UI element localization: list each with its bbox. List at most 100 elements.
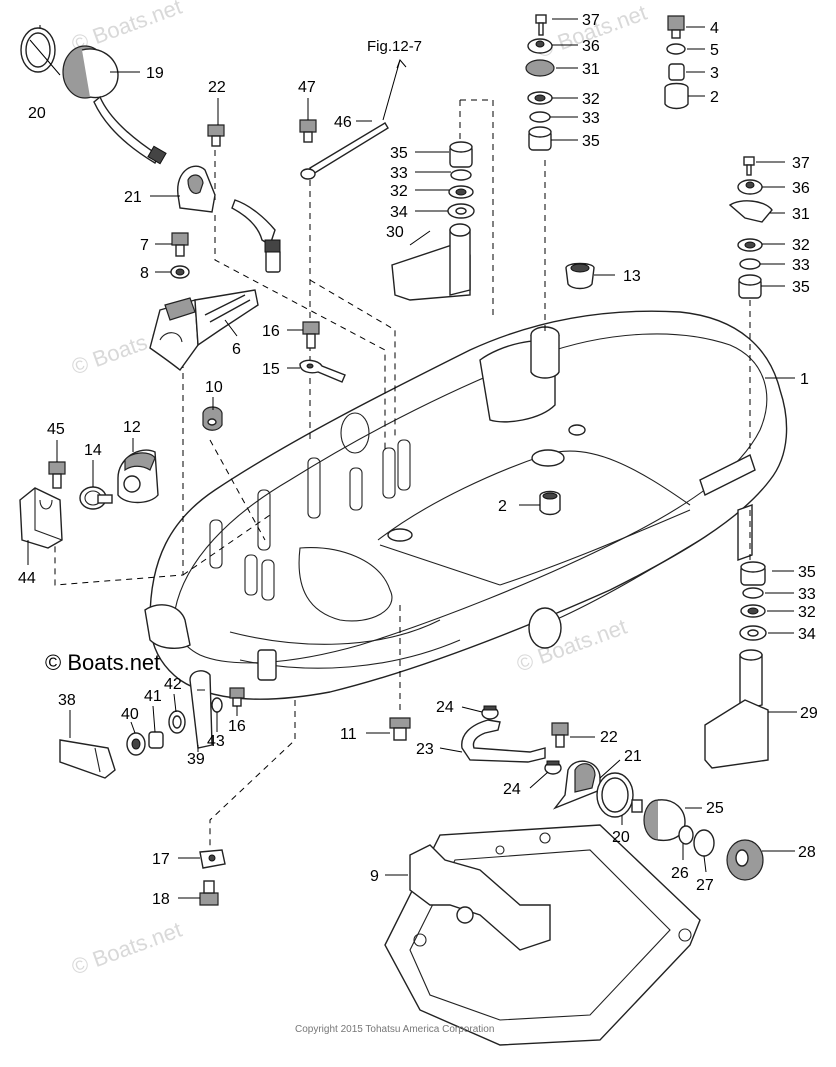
part-40-bushing xyxy=(126,732,146,756)
part-22-bolt xyxy=(207,124,225,147)
callout-41: 41 xyxy=(144,688,162,705)
callout-19: 19 xyxy=(146,65,164,82)
part-30-lever xyxy=(391,223,471,301)
part-47-bolt xyxy=(299,119,317,143)
part-32-bushing xyxy=(737,238,763,252)
figure-reference: Fig.12-7 xyxy=(367,38,422,55)
part-35-collar xyxy=(449,141,473,168)
callout-40: 40 xyxy=(121,706,139,723)
callout-labels: Fig.12-7 37 36 31 32 33 35 4 5 3 2 37 36… xyxy=(18,12,818,1035)
callout-35: 35 xyxy=(582,133,600,150)
callout-46: 46 xyxy=(334,114,352,131)
part-2-grommet xyxy=(664,82,689,110)
callout-42: 42 xyxy=(164,676,182,693)
part-2-grommet xyxy=(539,490,561,516)
part-5-washer xyxy=(666,43,686,55)
callout-6: 6 xyxy=(232,341,241,358)
part-11-bolt xyxy=(389,717,411,741)
part-42-washer xyxy=(168,710,186,734)
part-18-bolt xyxy=(199,880,219,906)
part-16-bolt xyxy=(302,321,320,349)
part-45-bolt xyxy=(48,461,66,489)
callout-15: 15 xyxy=(262,361,280,378)
callout-37: 37 xyxy=(582,12,600,29)
callout-5: 5 xyxy=(710,42,719,59)
callout-26: 26 xyxy=(671,865,689,882)
callout-8: 8 xyxy=(140,265,149,282)
callout-25: 25 xyxy=(706,800,724,817)
callout-21: 21 xyxy=(124,189,142,206)
part-35-collar xyxy=(740,561,766,586)
callout-43: 43 xyxy=(207,733,225,750)
part-12-switch xyxy=(117,449,159,504)
part-26-circlip xyxy=(678,825,694,845)
callout-35: 35 xyxy=(390,145,408,162)
part-36-nut xyxy=(527,38,553,54)
callout-14: 14 xyxy=(84,442,102,459)
part-43-washer xyxy=(211,697,223,713)
callout-22: 22 xyxy=(208,79,226,96)
callout-7: 7 xyxy=(140,237,149,254)
callout-22: 22 xyxy=(600,729,618,746)
watermark: © Boats.net xyxy=(68,917,185,980)
callout-47: 47 xyxy=(298,79,316,96)
copyright-notice: Copyright 2015 Tohatsu America Corporati… xyxy=(295,1024,494,1035)
part-23-hose xyxy=(461,719,546,763)
part-33-ring xyxy=(529,111,551,123)
callout-32: 32 xyxy=(582,91,600,108)
part-34-washer xyxy=(447,203,475,219)
callout-2: 2 xyxy=(710,89,719,106)
callout-24: 24 xyxy=(503,781,521,798)
part-31-cam xyxy=(525,59,555,77)
part-33-ring xyxy=(742,587,764,599)
callout-11: 11 xyxy=(340,726,357,743)
callout-2: 2 xyxy=(498,498,507,515)
part-13-grommet xyxy=(565,262,595,290)
part-38-lever xyxy=(59,739,116,779)
callout-20: 20 xyxy=(612,829,630,846)
callout-30: 30 xyxy=(386,224,404,241)
callout-3: 3 xyxy=(710,65,719,82)
bottom-cowl xyxy=(144,310,788,700)
part-9-plate xyxy=(384,824,701,1046)
callout-9: 9 xyxy=(370,868,379,885)
callout-20: 20 xyxy=(28,105,46,122)
callout-16: 16 xyxy=(262,323,280,340)
callout-18: 18 xyxy=(152,891,170,908)
callout-36: 36 xyxy=(792,180,810,197)
part-19-cap xyxy=(62,45,167,165)
part-21-bracket xyxy=(177,165,281,273)
part-14-clamp xyxy=(79,486,113,510)
part-41-collar xyxy=(148,731,164,749)
part-36-nut xyxy=(737,179,763,195)
callout-31: 31 xyxy=(792,206,810,223)
part-29-lever xyxy=(704,649,769,769)
callout-36: 36 xyxy=(582,38,600,55)
callout-35: 35 xyxy=(798,564,816,581)
part-28-cap xyxy=(726,839,764,881)
callout-10: 10 xyxy=(205,379,223,396)
part-7-bolt xyxy=(171,232,189,257)
callout-29: 29 xyxy=(800,705,818,722)
callout-12: 12 xyxy=(123,419,141,436)
callout-21: 21 xyxy=(624,748,642,765)
part-46-cable xyxy=(300,122,389,180)
part-22-bolt xyxy=(551,722,569,748)
part-32-bushing xyxy=(448,185,474,199)
leader-lines xyxy=(27,18,797,899)
callout-27: 27 xyxy=(696,877,714,894)
callout-17: 17 xyxy=(152,851,170,868)
part-15-plate xyxy=(299,359,346,383)
callout-23: 23 xyxy=(416,741,434,758)
callout-34: 34 xyxy=(798,626,816,643)
callout-34: 34 xyxy=(390,204,408,221)
assembly-lines xyxy=(54,99,751,850)
callout-28: 28 xyxy=(798,844,816,861)
part-21-bracket xyxy=(552,760,601,810)
part-6-holder xyxy=(149,289,259,372)
part-32-bushing xyxy=(740,604,766,618)
callout-4: 4 xyxy=(710,20,719,37)
callout-33: 33 xyxy=(390,165,408,182)
callout-33: 33 xyxy=(798,586,816,603)
callout-37: 37 xyxy=(792,155,810,172)
